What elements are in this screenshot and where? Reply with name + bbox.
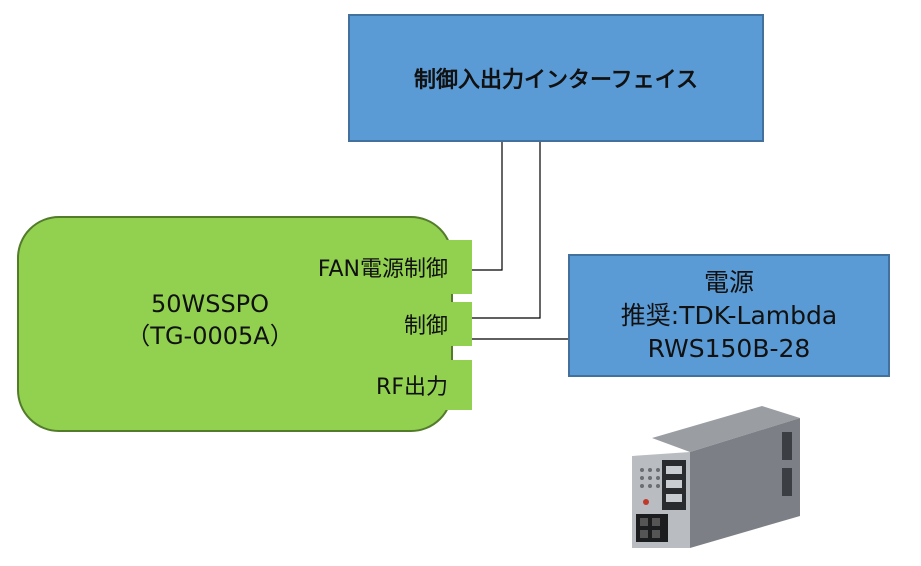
control-io-interface-box: 制御入出力インターフェイス: [348, 14, 764, 142]
power-supply-box: 電源 推奨:TDK-Lambda RWS150B-28: [568, 254, 890, 377]
port-rf-output: RF出力: [300, 360, 472, 410]
spo-part-number: （TG-0005A）: [126, 322, 294, 350]
port-control: 制御: [300, 302, 472, 346]
power-supply-unit-photo: [622, 398, 806, 556]
power-supply-recommendation: 推奨:TDK-Lambda: [620, 301, 838, 330]
wire-fan-to-interface: [472, 142, 503, 271]
power-supply-title: 電源: [703, 268, 754, 297]
port-fan-power-control: FAN電源制御: [300, 240, 472, 294]
wire-control-to-interface: [472, 142, 541, 319]
control-io-interface-label: 制御入出力インターフェイス: [413, 68, 699, 93]
port-control-label: 制御: [403, 314, 448, 339]
port-rf-label: RF出力: [376, 375, 448, 400]
spo-device-label: 50WSSPO （TG-0005A）: [80, 288, 340, 352]
port-fan-label: FAN電源制御: [317, 257, 448, 282]
spo-device-name: 50WSSPO: [150, 290, 270, 318]
power-supply-model: RWS150B-28: [647, 334, 811, 363]
